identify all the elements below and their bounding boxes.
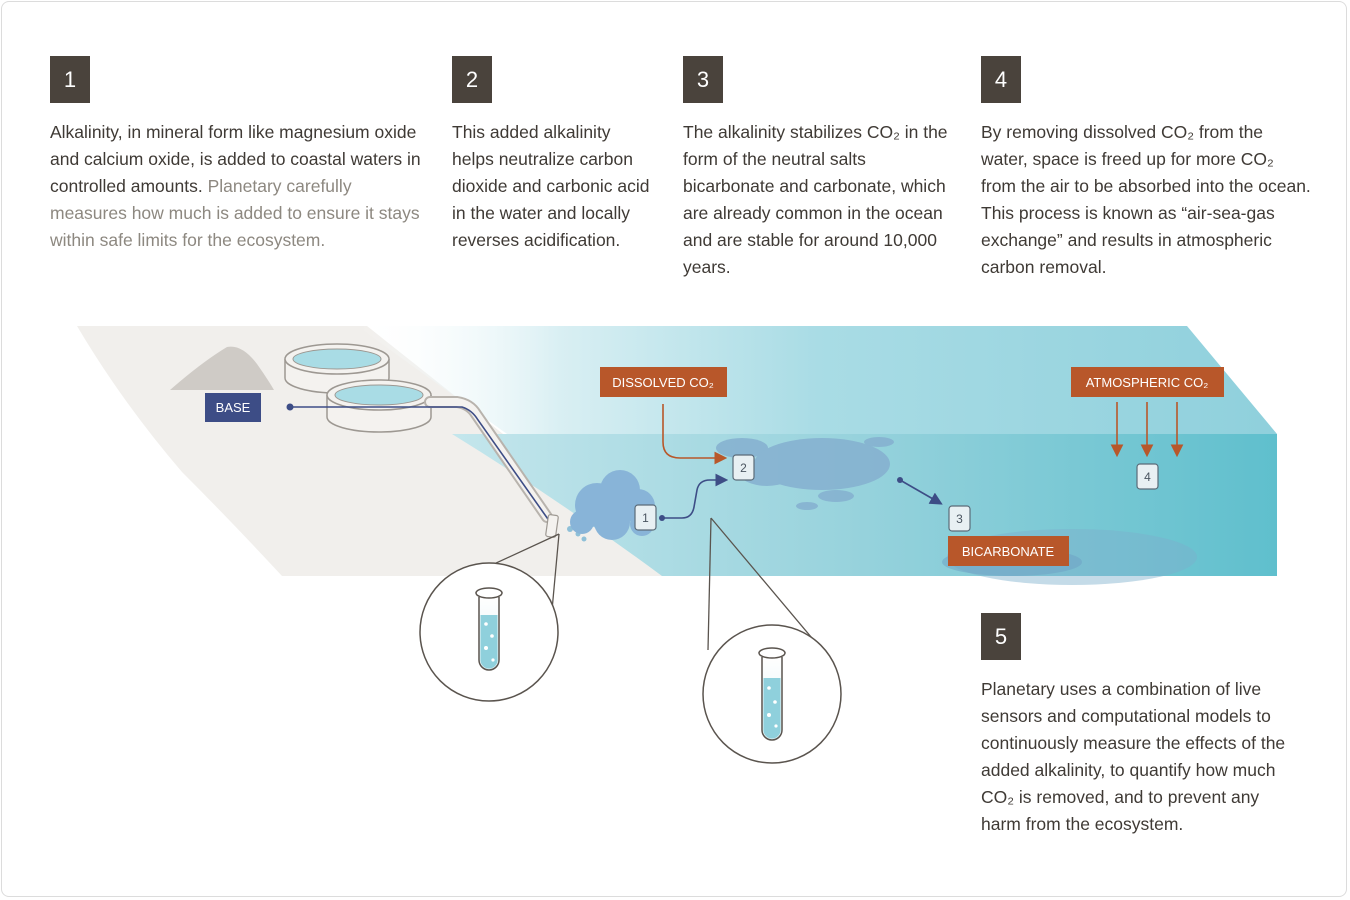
step-1-main-text: Alkalinity, in mineral form like magnesi… [50,122,421,196]
tank-front [326,379,432,433]
step-1: 1 Alkalinity, in mineral form like magne… [50,56,425,254]
base-label: BASE [205,393,261,422]
step-2: 2 This added alkalinity helps neutralize… [452,56,657,254]
step-5: 5 Planetary uses a combination of live s… [981,613,1291,838]
step-1-text: Alkalinity, in mineral form like magnesi… [50,119,425,254]
step-2-number: 2 [452,56,492,103]
step-3-text: The alkalinity stabilizes CO₂ in the for… [683,122,948,277]
step-1-note: Planetary carefully measures how much is… [50,176,420,250]
dissolved-co2-label: DISSOLVED CO₂ [600,367,727,397]
atmospheric-co2-label-text: ATMOSPHERIC CO₂ [1086,375,1209,390]
marker-4: 4 [1136,463,1159,490]
pipe-inner [426,398,551,521]
step-4: 4 By removing dissolved CO₂ from the wat… [981,56,1311,281]
dissolved-co2-blobs [716,437,894,510]
marker-3: 3 [948,505,971,532]
base-label-text: BASE [216,400,251,415]
water-surface [357,326,1277,434]
marker-1-text: 1 [642,511,649,525]
alkalinity-arrow [662,473,729,519]
atmospheric-co2-label: ATMOSPHERIC CO₂ [1071,367,1224,397]
step-2-text: This added alkalinity helps neutralize c… [452,122,650,250]
marker-1: 1 [634,504,657,531]
test-tube-2-icon [758,647,786,741]
water-body [452,434,1277,576]
bicarbonate-label: BICARBONATE [948,536,1069,566]
bicarbonate-label-text: BICARBONATE [962,544,1055,559]
test-tube-callout-1 [419,533,560,702]
step-5-number: 5 [981,613,1021,660]
step-3: 3 The alkalinity stabilizes CO₂ in the f… [683,56,953,281]
test-tube-1-icon [475,587,503,671]
base-flow-dot [286,403,294,411]
step-4-text: By removing dissolved CO₂ from the water… [981,122,1311,277]
step-1-number: 1 [50,56,90,103]
water-edge [522,576,1277,584]
bicarbonate-arrow [899,479,943,505]
bicarbonate-arrow-dot [897,477,903,483]
base-powder-pile [170,346,274,390]
marker-3-text: 3 [956,512,963,526]
bubble [581,536,587,542]
pipe-nozzle [545,514,559,538]
alkalinity-arrow-dot [659,515,665,521]
marker-2-text: 2 [740,461,747,475]
step-3-number: 3 [683,56,723,103]
test-tube-callout-2 [702,517,842,764]
dissolved-co2-arrow [662,404,728,465]
step-4-number: 4 [981,56,1021,103]
dissolved-co2-label-text: DISSOLVED CO₂ [612,375,714,390]
marker-2: 2 [732,454,755,481]
step-5-text: Planetary uses a combination of live sen… [981,679,1286,834]
marker-4-text: 4 [1144,470,1151,484]
base-flow-line [290,406,551,523]
